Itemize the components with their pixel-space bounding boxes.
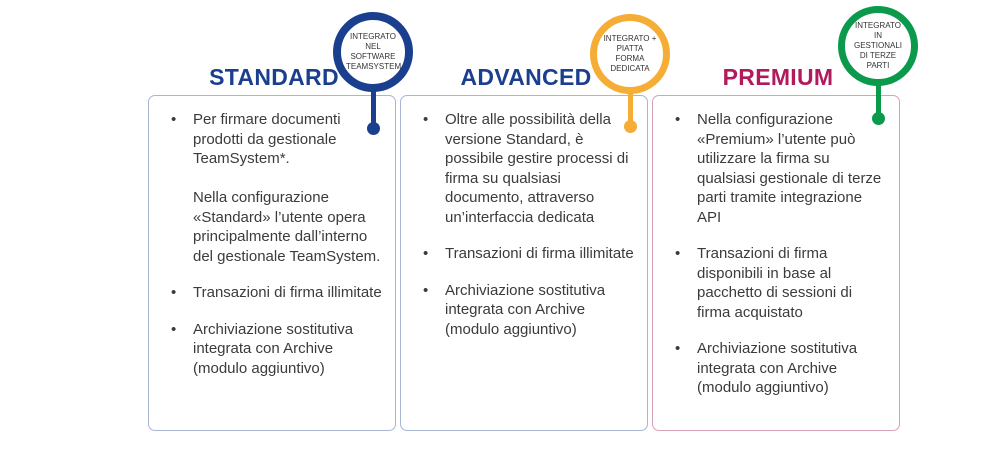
bullet-text: Transazioni di firma illimitate [193,284,382,301]
plan-advanced: ADVANCED • Oltre alle possibilità della … [400,0,652,452]
pin-ring-standard: INTEGRATO NEL SOFTWARE TEAMSYSTEM [333,12,413,92]
list-item: • Per firmare documenti prodotti da gest… [171,110,385,266]
bullet-text: Archiviazione sostitutiva integrata con … [445,281,606,338]
plan-title-premium: PREMIUM [722,64,834,90]
pin-stem-standard [370,90,376,128]
pin-advanced: INTEGRATO + PIATTA FORMA DEDICATA [590,14,670,139]
pin-stem-advanced [627,92,633,124]
bullet-list-standard: • Per firmare documenti prodotti da gest… [171,110,385,395]
bullet-list-advanced: • Oltre alle possibilità della versione … [423,110,637,356]
pin-ring-advanced: INTEGRATO + PIATTA FORMA DEDICATA [590,14,670,94]
bullet-dot: • [675,245,681,262]
pin-dot-advanced [623,120,637,133]
pin-ring-premium: INTEGRATO IN GESTIONALI DI TERZE PARTI [838,6,918,86]
plan-title-standard: STANDARD [209,64,339,90]
plan-title-advanced: ADVANCED [460,64,592,90]
bullet-text: Transazioni di firma illimitate [445,245,634,262]
bullet-dot: • [423,281,429,299]
bullet-text: Archiviazione sostitutiva integrata con … [193,320,354,377]
pin-dot-standard [366,122,380,135]
bullet-dot: • [675,111,681,128]
bullet-text: Oltre alle possibilità della versione St… [445,111,629,226]
bullet-dot: • [423,245,429,262]
pin-standard: INTEGRATO NEL SOFTWARE TEAMSYSTEM [333,12,413,137]
pin-stem-premium [875,84,881,114]
list-item: • Archiviazione sostitutiva integrata co… [675,339,889,398]
list-item: • Transazioni di firma illimitate [171,283,385,303]
bullet-dot: • [171,320,177,338]
list-item: • Archiviazione sostitutiva integrata co… [423,281,637,340]
list-item: • Transazioni di firma disponibili in ba… [675,244,889,322]
bullet-dot: • [675,340,681,357]
card-standard: • Per firmare documenti prodotti da gest… [148,95,396,431]
bullet-list-premium: • Nella configurazione «Premium» l’utent… [675,110,889,415]
list-item: • Nella configurazione «Premium» l’utent… [675,110,889,227]
bullet-dot: • [423,111,429,128]
list-item: • Oltre alle possibilità della versione … [423,110,637,227]
bullet-dot: • [171,284,177,301]
bullet-text: Transazioni di firma disponibili in base… [697,245,853,321]
list-item: • Archiviazione sostitutiva integrata co… [171,320,385,379]
list-item: • Transazioni di firma illimitate [423,244,637,264]
card-premium: • Nella configurazione «Premium» l’utent… [652,95,900,431]
pin-label-premium: INTEGRATO IN GESTIONALI DI TERZE PARTI [853,21,902,70]
pin-label-standard: INTEGRATO NEL SOFTWARE TEAMSYSTEM [346,32,402,71]
bullet-text: Archiviazione sostitutiva integrata con … [697,340,858,396]
card-advanced: • Oltre alle possibilità della versione … [400,95,648,431]
pin-dot-premium [871,112,885,125]
pin-label-advanced: INTEGRATO + PIATTA FORMA DEDICATA [603,34,657,73]
plan-standard: STANDARD • Per firmare documenti prodott… [148,0,400,452]
bullet-text: Nella configurazione «Premium» l’utente … [697,111,882,226]
bullet-dot: • [171,111,177,128]
bullet-extra-text: Nella configurazione «Standard» l’utente… [193,189,381,265]
plan-premium: PREMIUM • Nella configurazione «Premium»… [652,0,904,452]
bullet-text: Per firmare documenti prodotti da gestio… [193,111,341,167]
pin-premium: INTEGRATO IN GESTIONALI DI TERZE PARTI [838,6,918,131]
